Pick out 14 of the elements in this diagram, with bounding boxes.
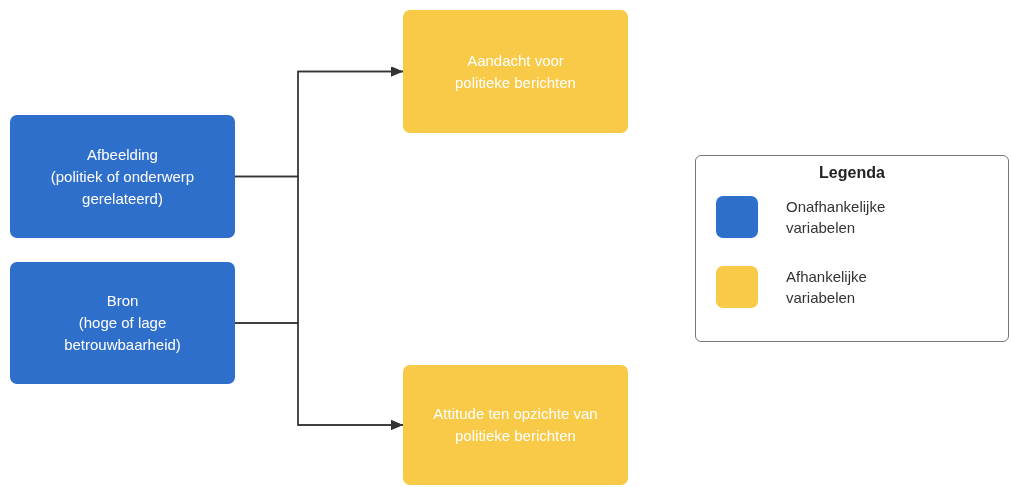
- connector-arrow: [234, 322, 404, 430]
- variable-box: [10, 262, 235, 384]
- legend-text: Afhankelijke variabelen: [786, 267, 868, 308]
- variable-box: [403, 10, 628, 133]
- box-text: (hoge of lage betrouwbaarheid): [63, 313, 182, 355]
- legend-text: Onafhankelijke variabelen: [786, 197, 887, 238]
- box-text: Aandacht voor politieke berichten: [454, 50, 577, 93]
- box-text: Bron: [106, 291, 139, 311]
- variable-box: [10, 115, 235, 238]
- box-text: Attitude ten opzichte van politieke berichten: [432, 404, 599, 446]
- legend-title: Legenda: [818, 164, 886, 182]
- box-text: (politiek of onderwerp gerelateerd): [49, 166, 196, 209]
- variable-box: [403, 365, 628, 485]
- box-text: Afbeelding: [87, 144, 158, 165]
